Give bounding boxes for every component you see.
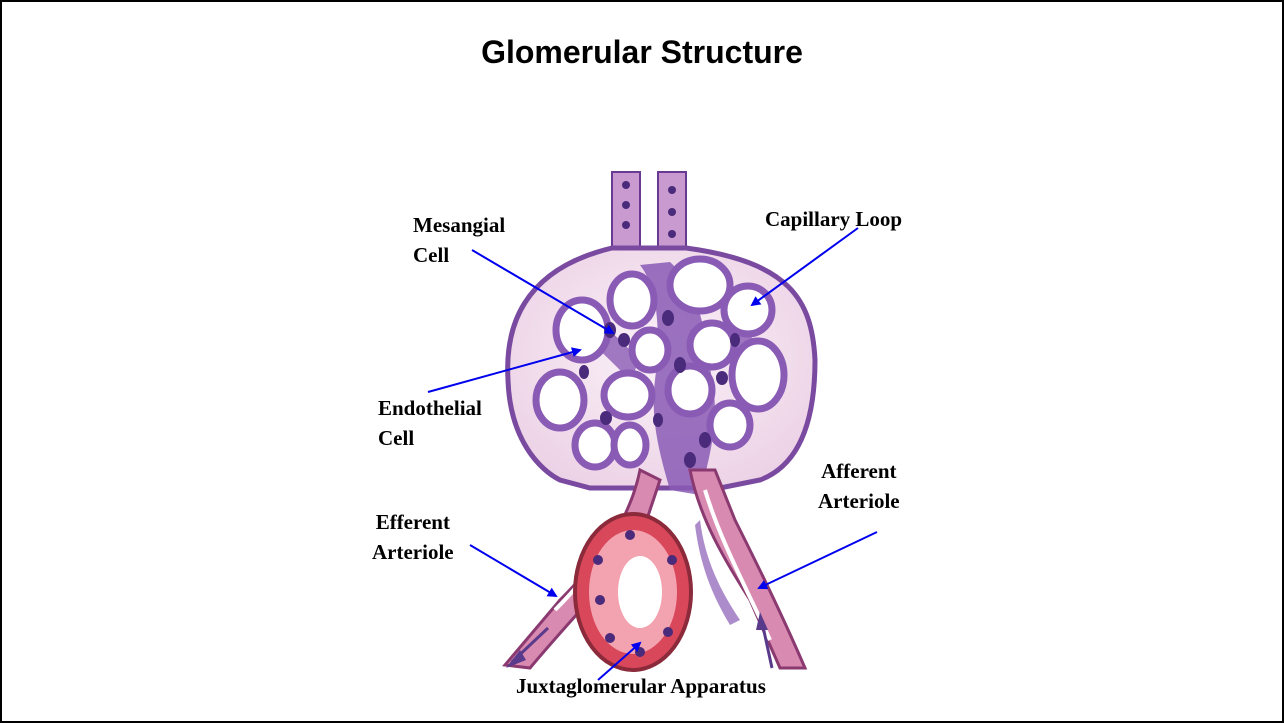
afferent-arteriole-vessel [690,470,805,668]
label-mesangial-cell: Mesangial Cell [413,210,505,270]
label-afferent-arteriole: Afferent Arteriole [818,456,900,516]
label-efferent-arteriole: Efferent Arteriole [372,507,454,567]
arrow-efferent-arteriole [470,545,556,596]
arrow-afferent-arteriole [759,532,877,588]
label-endothelial-cell: Endothelial Cell [378,393,482,453]
label-capillary-loop: Capillary Loop [765,204,902,234]
distal-tubule [575,514,691,670]
proximal-tubule-outlet [612,172,686,250]
arrow-capillary-loop [752,228,858,305]
label-juxtaglomerular-apparatus: Juxtaglomerular Apparatus [516,671,766,701]
